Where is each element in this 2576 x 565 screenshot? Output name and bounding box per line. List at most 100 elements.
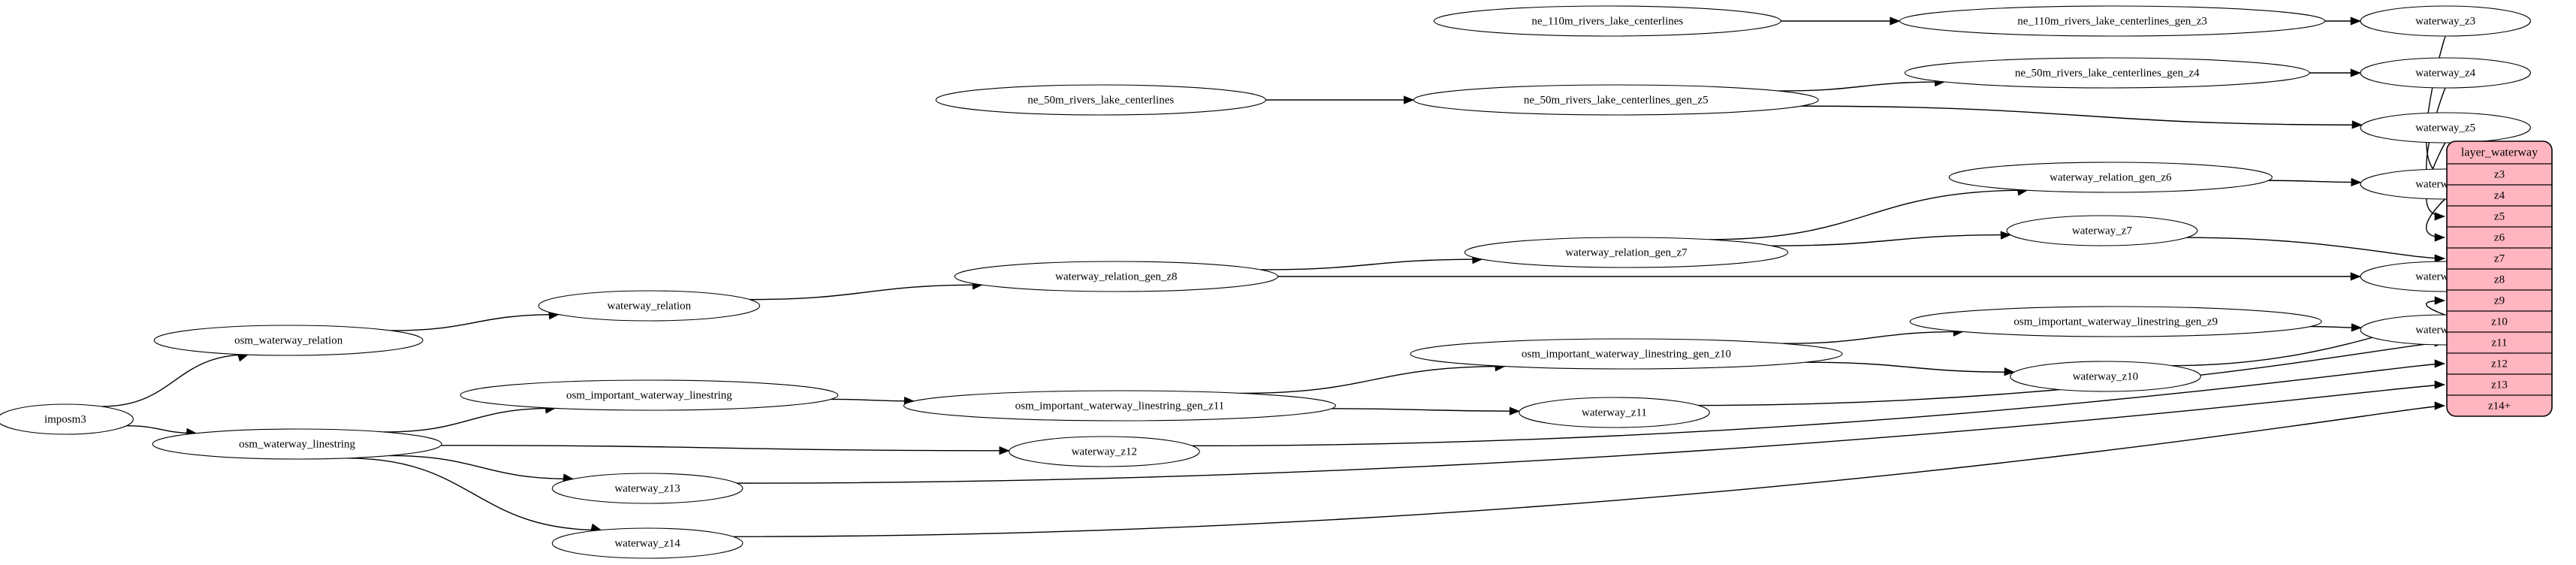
node-label: ne_110m_rivers_lake_centerlines_gen_z3	[2017, 15, 2207, 27]
node-ellipse	[2360, 5, 2531, 37]
graph-edge	[1783, 331, 1963, 344]
graph-node-waterway_z5[interactable]: waterway_z5	[2360, 112, 2531, 144]
graph-node-ne_50m_rivers_lake_centerlines[interactable]: ne_50m_rivers_lake_centerlines	[935, 84, 1266, 116]
layer-table-row-z9[interactable]	[2447, 290, 2552, 311]
graph-node-ne_110m_rivers_lake_centerlines[interactable]: ne_110m_rivers_lake_centerlines	[1433, 5, 1781, 37]
layer-table-row-z8[interactable]	[2447, 269, 2552, 290]
graph-edge	[2425, 198, 2446, 238]
graph-node-waterway_z13[interactable]: waterway_z13	[551, 473, 744, 504]
graph-node-waterway_z3[interactable]: waterway_z3	[2360, 5, 2531, 37]
graph-node-waterway_relation_gen_z7[interactable]: waterway_relation_gen_z7	[1464, 237, 1789, 268]
edge-arrowhead	[2350, 68, 2361, 77]
edge-arrowhead	[1509, 406, 1520, 415]
layer-table-row-z6[interactable]	[2447, 227, 2552, 248]
graph-node-ne_50m_rivers_lake_centerlines_gen_z5[interactable]: ne_50m_rivers_lake_centerlines_gen_z5	[1413, 84, 1819, 116]
graph-edge	[831, 398, 915, 402]
node-label: osm_waterway_relation	[234, 334, 343, 346]
node-label: ne_110m_rivers_lake_centerlines	[1531, 15, 1683, 27]
graph-node-waterway_relation_gen_z6[interactable]: waterway_relation_gen_z6	[1948, 162, 2273, 193]
edge-arrowhead	[2351, 177, 2362, 187]
layer-table-row-label-z8: z8	[2494, 273, 2505, 286]
layer-table-row-label-z10: z10	[2491, 316, 2508, 328]
graph-node-ne_110m_rivers_lake_centerlines_gen_z3[interactable]: ne_110m_rivers_lake_centerlines_gen_z3	[1899, 5, 2326, 37]
node-label: osm_waterway_linestring	[239, 438, 355, 450]
graph-node-waterway_relation_gen_z8[interactable]: waterway_relation_gen_z8	[954, 261, 1278, 292]
graph-edge	[1332, 408, 1520, 412]
graph-node-waterway_z12[interactable]: waterway_z12	[1009, 436, 1200, 467]
node-ellipse	[153, 325, 424, 356]
graph-edge	[1192, 363, 2445, 447]
edge-arrowhead	[2434, 401, 2445, 410]
edge-arrowhead	[2434, 254, 2445, 263]
layer-table-row-label-z3: z3	[2494, 168, 2505, 180]
node-ellipse	[1410, 338, 1843, 370]
graph-node-waterway_z11[interactable]: waterway_z11	[1519, 397, 1710, 428]
layer-table-row-z7[interactable]	[2447, 248, 2552, 269]
node-ellipse	[1433, 5, 1781, 37]
graph-edge	[1805, 361, 2014, 373]
layer-table-row-z10[interactable]	[2447, 311, 2552, 332]
graph-edge	[126, 425, 197, 434]
graph-edge	[1778, 81, 1945, 92]
layer-table-row-label-z7: z7	[2494, 252, 2505, 264]
graph-node-waterway_z4[interactable]: waterway_z4	[2360, 57, 2531, 89]
edge-arrowhead	[2434, 359, 2445, 368]
node-label: imposm3	[44, 413, 86, 425]
node-label: waterway_relation_gen_z8	[1055, 270, 1177, 282]
graph-node-osm_important_waterway_linestring_gen_z11[interactable]: osm_important_waterway_linestring_gen_z1…	[903, 390, 1336, 421]
node-label: waterway_relation	[608, 300, 692, 312]
layer-table-row-label-z9: z9	[2494, 295, 2505, 307]
graph-node-ne_50m_rivers_lake_centerlines_gen_z4[interactable]: ne_50m_rivers_lake_centerlines_gen_z4	[1904, 57, 2310, 89]
edge-arrowhead	[2351, 323, 2362, 332]
graph-node-waterway_relation[interactable]: waterway_relation	[538, 290, 761, 322]
node-label: ne_50m_rivers_lake_centerlines_gen_z4	[2015, 67, 2200, 79]
node-label: osm_important_waterway_linestring_gen_z1…	[1015, 400, 1225, 412]
edge-arrowhead	[2434, 212, 2445, 221]
node-ellipse	[551, 527, 744, 559]
graph-node-imposm3[interactable]: imposm3	[0, 403, 134, 435]
graph-edge	[101, 354, 249, 407]
edge-arrowhead	[2434, 233, 2445, 242]
node-ellipse	[1948, 162, 2273, 193]
node-ellipse	[1413, 84, 1819, 116]
layer-table-row-z3[interactable]	[2447, 164, 2552, 185]
graph-edge	[1260, 258, 1483, 270]
graph-edge	[441, 445, 1009, 452]
node-ellipse	[1009, 436, 1200, 467]
graph-node-osm_important_waterway_linestring[interactable]: osm_important_waterway_linestring	[460, 379, 839, 411]
layer-table-row-z12[interactable]	[2447, 353, 2552, 374]
edge-arrowhead	[999, 446, 1010, 455]
layer-table-header-cell	[2447, 141, 2552, 164]
graph-edge	[1709, 189, 2028, 240]
graph-node-osm_waterway_relation[interactable]: osm_waterway_relation	[153, 325, 424, 356]
edge-arrowhead	[1890, 17, 1901, 26]
graph-edge	[384, 407, 556, 433]
layer-table-row-z5[interactable]	[2447, 206, 2552, 227]
graph-edge	[2426, 300, 2445, 316]
layer-table-row-z14plus[interactable]	[2447, 395, 2552, 416]
layer-table-row-z13[interactable]	[2447, 374, 2552, 395]
node-label: ne_50m_rivers_lake_centerlines_gen_z5	[1524, 94, 1709, 106]
layer-table-body: layer_waterwayz3z4z5z6z7z8z9z10z11z12z13…	[2447, 141, 2552, 416]
node-ellipse	[1909, 306, 2322, 337]
node-label: waterway_z14	[614, 537, 680, 549]
node-label: osm_important_waterway_linestring	[566, 389, 732, 401]
graph-node-osm_important_waterway_linestring_gen_z9[interactable]: osm_important_waterway_linestring_gen_z9	[1909, 306, 2322, 337]
node-label: waterway_z13	[614, 482, 680, 494]
graph-node-waterway_z14[interactable]: waterway_z14	[551, 527, 744, 559]
node-label: ne_50m_rivers_lake_centerlines	[1027, 94, 1174, 106]
graph-node-osm_waterway_linestring[interactable]: osm_waterway_linestring	[152, 428, 442, 460]
layer-table-row-label-z6: z6	[2494, 231, 2505, 243]
graph-node-waterway_z10[interactable]: waterway_z10	[2010, 361, 2201, 392]
graph-node-osm_important_waterway_linestring_gen_z10[interactable]: osm_important_waterway_linestring_gen_z1…	[1410, 338, 1843, 370]
node-label: waterway_z5	[2415, 122, 2475, 134]
edge-arrowhead	[2004, 367, 2015, 376]
node-ellipse	[152, 428, 442, 460]
graph-node-waterway_z7[interactable]: waterway_z7	[2006, 215, 2198, 246]
layer-table-row-z4[interactable]	[2447, 185, 2552, 206]
node-ellipse	[2010, 361, 2201, 392]
layer-table-row-z11[interactable]	[2447, 332, 2552, 353]
layer-table-row-label-z11: z11	[2491, 337, 2507, 349]
node-ellipse	[2006, 215, 2198, 246]
